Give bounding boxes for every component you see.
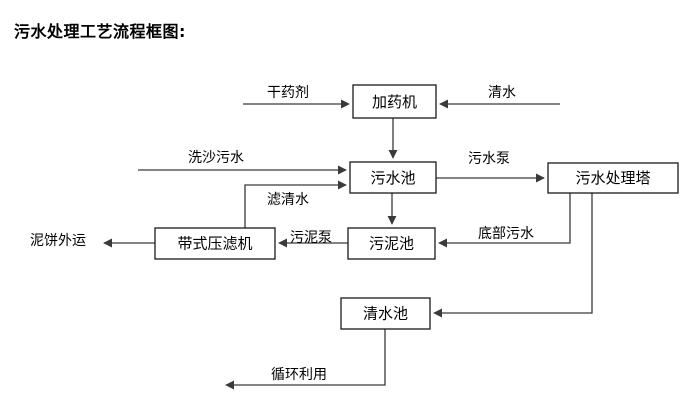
node-dosing-machine[interactable]: 加药机 bbox=[352, 84, 437, 119]
edge-clean-to-recycle bbox=[225, 329, 386, 390]
edge-label-wastewater-pump: 污水泵 bbox=[468, 151, 510, 167]
node-belt-filter-press-label: 带式压滤机 bbox=[177, 235, 252, 253]
node-treatment-tower-box bbox=[547, 162, 679, 194]
node-wastewater-pool-box bbox=[349, 161, 437, 194]
edge-label-recycle-reuse: 循环利用 bbox=[271, 367, 327, 383]
node-sludge-pool[interactable]: 污泥池 bbox=[347, 227, 436, 260]
edge-press-to-wastepool bbox=[244, 180, 347, 228]
node-belt-filter-press-box bbox=[154, 227, 276, 260]
edge-label-bottom-wastewater: 底部污水 bbox=[478, 226, 534, 242]
edge-label-filtrate: 滤清水 bbox=[267, 192, 309, 208]
node-dosing-machine-label: 加药机 bbox=[372, 93, 417, 111]
node-sludge-pool-label: 污泥池 bbox=[369, 235, 414, 253]
node-belt-filter-press[interactable]: 带式压滤机 bbox=[154, 227, 276, 260]
io-label-dry-agent: 干药剂 bbox=[267, 85, 309, 101]
node-clean-water-pool-label: 清水池 bbox=[363, 305, 408, 323]
io-label-mud-cake-transport: 泥饼外运 bbox=[30, 233, 86, 249]
io-label-sand-wash-wastewater: 洗沙污水 bbox=[188, 150, 244, 166]
node-clean-water-pool[interactable]: 清水池 bbox=[340, 297, 431, 330]
node-dosing-machine-box bbox=[352, 84, 437, 119]
node-treatment-tower[interactable]: 污水处理塔 bbox=[547, 162, 679, 194]
node-treatment-tower-label: 污水处理塔 bbox=[575, 169, 650, 187]
node-wastewater-pool-label: 污水池 bbox=[370, 169, 415, 187]
node-sludge-pool-box bbox=[347, 227, 436, 260]
io-label-clear-water: 清水 bbox=[488, 85, 516, 101]
node-wastewater-pool[interactable]: 污水池 bbox=[349, 161, 437, 194]
edge-tower-to-clean bbox=[433, 193, 593, 318]
node-clean-water-pool-box bbox=[340, 297, 431, 330]
edge-tower-to-sludge bbox=[438, 193, 571, 248]
edge-label-sludge-pump: 污泥泵 bbox=[290, 230, 332, 246]
page-title: 污水处理工艺流程框图: bbox=[14, 22, 186, 41]
